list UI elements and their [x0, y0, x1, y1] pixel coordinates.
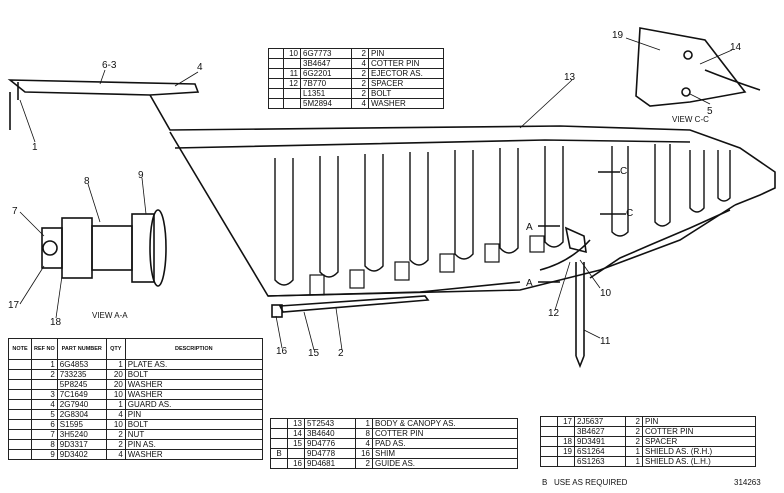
- callout-9: 9: [138, 170, 144, 181]
- callout-10: 10: [600, 288, 612, 299]
- callout-15: 15: [308, 348, 320, 359]
- canopy-floor-line: [267, 281, 521, 297]
- callout-18-left: 18: [50, 317, 62, 328]
- section-a-bottom: A: [526, 278, 533, 289]
- section-c-top: C: [620, 166, 627, 177]
- callout-19: 19: [612, 30, 624, 41]
- footnote-mark: B: [542, 478, 548, 487]
- canopy-lower-edge: [169, 131, 736, 297]
- view-cc-title: VIEW C-C: [672, 115, 709, 124]
- section-c-bottom: C: [626, 208, 633, 219]
- footnote: B USE AS REQUIRED: [542, 478, 627, 487]
- table-header-row: NOTE REF NO PART NUMBER QTY DESCRIPTION: [8, 338, 263, 360]
- section-a-top: A: [526, 222, 533, 233]
- view-aa-title: VIEW A-A: [92, 311, 128, 320]
- callout-8: 8: [84, 176, 90, 187]
- callout-13: 13: [564, 72, 576, 83]
- callout-7: 7: [12, 206, 18, 217]
- parts-list-left: NOTE REF NO PART NUMBER QTY DESCRIPTION …: [8, 338, 263, 460]
- callout-1: 1: [32, 142, 38, 153]
- callout-16: 16: [276, 346, 288, 357]
- roller-view-aa: [41, 209, 167, 287]
- canopy-top-edge: [149, 94, 776, 206]
- guard-bar: [7, 79, 200, 96]
- callout-11: 11: [600, 336, 611, 347]
- callout-4: 4: [197, 62, 203, 73]
- callout-2: 2: [338, 348, 344, 359]
- shield-view-cc: [635, 27, 747, 107]
- callout-12: 12: [548, 308, 560, 319]
- canopy-inner-line: [174, 139, 691, 149]
- callout-14: 14: [730, 42, 742, 53]
- ejector-rod: [575, 262, 585, 369]
- callout-17-left: 17: [8, 300, 20, 311]
- callout-63: 6-3: [102, 60, 117, 71]
- pad-rail: [278, 295, 430, 313]
- drawing-number: 314263: [734, 478, 761, 487]
- footnote-text: USE AS REQUIRED: [554, 478, 628, 487]
- callout-5: 5: [707, 106, 713, 117]
